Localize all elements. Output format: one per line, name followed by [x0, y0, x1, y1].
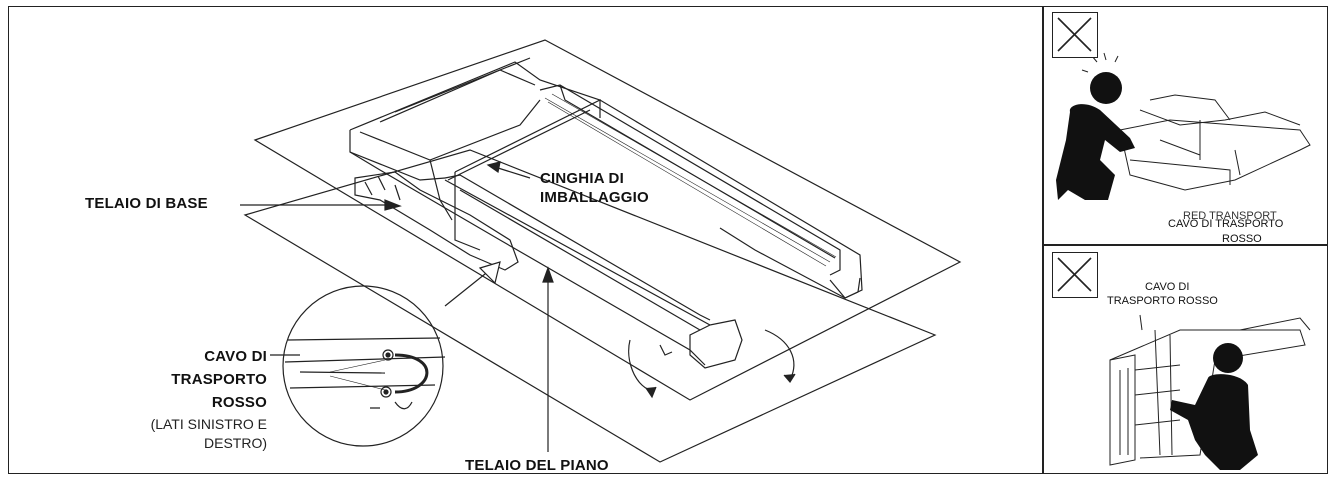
warning-top-cable-line1: CAVO DI TRASPORTO	[1168, 218, 1284, 230]
wrong-x-icon	[1052, 252, 1098, 298]
rotate-arrow-left	[628, 339, 653, 396]
panel-divider-vertical	[1042, 6, 1044, 474]
zoom-circle-cable	[282, 285, 446, 447]
packaging-sheet-upper	[253, 39, 962, 401]
rotate-arrow-right	[764, 329, 795, 381]
panel-divider-horizontal	[1043, 244, 1328, 246]
person-figure-top	[1056, 72, 1135, 200]
warning-illustration-bottom	[1109, 314, 1311, 466]
label-strap-line2: IMBALLAGGIO	[540, 189, 649, 206]
treadmill-body	[349, 57, 863, 369]
leader-strap	[497, 167, 531, 179]
warning-illustration-top	[1081, 52, 1311, 191]
label-cable-note-line1: (LATI SINISTRO E	[150, 416, 267, 432]
person-figure-bottom	[1170, 343, 1258, 470]
warning-top-cable-line2: ROSSO	[1222, 233, 1262, 245]
warning-bottom-cable-line1: CAVO DI	[1145, 281, 1190, 293]
label-cable-line2: TRASPORTO	[171, 371, 267, 388]
label-strap-line1: CINGHIA DI	[540, 170, 624, 187]
label-cable-line1: CAVO DI	[204, 348, 267, 365]
warning-bottom-cable-line2: TRASPORTO ROSSO	[1107, 295, 1218, 307]
diagram-frame	[8, 6, 1328, 474]
label-deck-frame: TELAIO DEL PIANO	[465, 457, 609, 474]
label-cable-note-line2: DESTRO)	[204, 435, 267, 451]
label-cable-line3: ROSSO	[211, 394, 267, 411]
wrong-x-icon	[1052, 12, 1098, 58]
label-base-frame: TELAIO DI BASE	[85, 195, 208, 212]
warning-top-overlap-text: RED TRANSPORT	[1183, 210, 1277, 222]
